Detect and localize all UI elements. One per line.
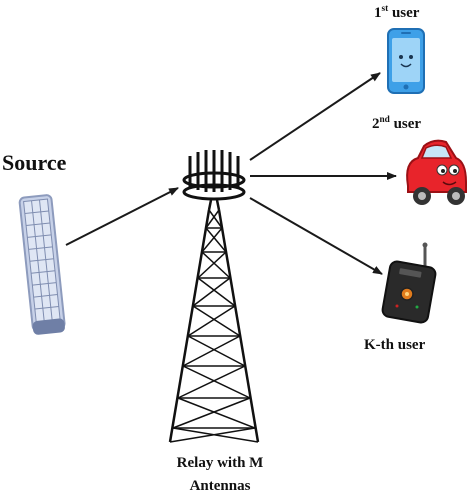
user2-label-text: user <box>389 116 422 132</box>
source-to-relay-arrow <box>65 187 179 246</box>
user1-label: 1st user <box>374 4 420 22</box>
arrows <box>65 72 397 275</box>
solar-panel-icon <box>18 194 66 335</box>
relay-label-line1: Relay with M <box>176 455 264 471</box>
user2-label-number: 2 <box>372 116 380 132</box>
relay-to-userk-arrow <box>249 197 383 275</box>
user1-label-number: 1 <box>374 5 382 21</box>
antenna-tower-icon <box>168 150 260 443</box>
relay-label: Relay with M Antennas <box>140 452 300 498</box>
user2-label-ordinal: nd <box>379 115 390 125</box>
user1-label-text: user <box>388 5 420 21</box>
car-icon <box>406 139 467 205</box>
user2-label: 2nd user <box>372 115 422 133</box>
source-label: Source <box>2 150 67 175</box>
relay-label-line2: Antennas <box>189 478 251 494</box>
relay-to-user1-arrow <box>249 72 381 161</box>
smartphone-icon <box>387 28 425 94</box>
handheld-device-icon <box>381 242 437 324</box>
user1-label-ordinal: st <box>381 4 389 14</box>
userk-label: K-th user <box>364 337 426 353</box>
